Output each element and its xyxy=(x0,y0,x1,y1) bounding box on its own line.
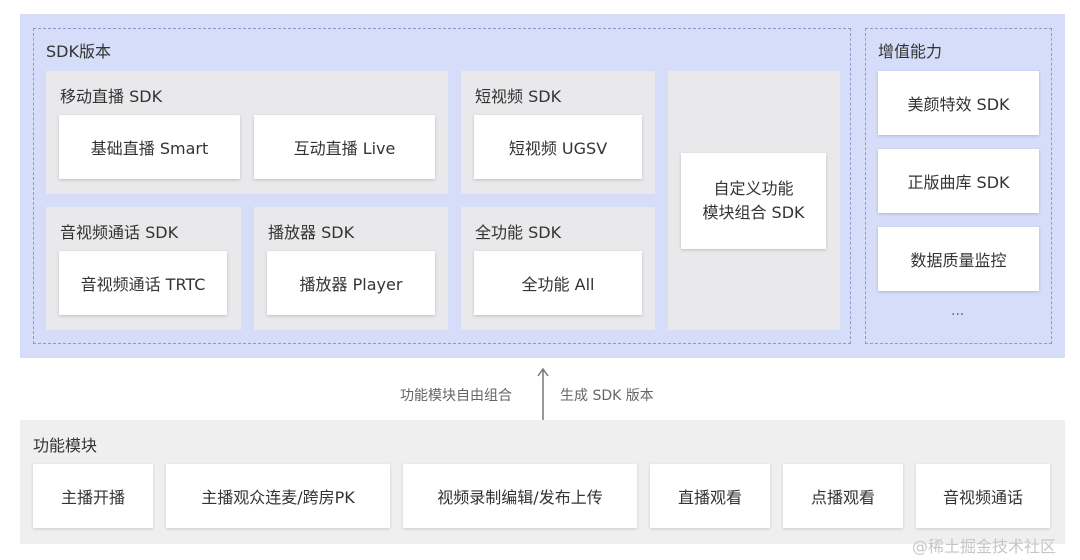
full-all-card: 全功能 All xyxy=(474,251,642,315)
value-added-title: 增值能力 xyxy=(878,42,943,61)
more-ellipsis: ... xyxy=(951,303,965,319)
sdk-versions-title: SDK版本 xyxy=(46,42,111,61)
interactive-live-card: 互动直播 Live xyxy=(254,115,435,179)
module-live-watch: 直播观看 xyxy=(650,464,770,528)
custom-module-sdk-card: 自定义功能 模块组合 SDK xyxy=(681,153,826,249)
short-video-ugsv-card: 短视频 UGSV xyxy=(474,115,642,179)
full-sdk-title: 全功能 SDK xyxy=(475,223,562,242)
licensed-music-card: 正版曲库 SDK xyxy=(878,149,1039,213)
value-added-region xyxy=(865,28,1052,344)
short-video-sdk-title: 短视频 SDK xyxy=(475,87,562,106)
player-sdk-title: 播放器 SDK xyxy=(268,223,355,242)
player-card: 播放器 Player xyxy=(267,251,435,315)
av-call-sdk-title: 音视频通话 SDK xyxy=(60,223,179,242)
watermark: @稀土掘金技术社区 xyxy=(912,537,1057,556)
arrow-right-label: 生成 SDK 版本 xyxy=(560,388,654,404)
module-co-host-pk: 主播观众连麦/跨房PK xyxy=(166,464,390,528)
module-record-edit-upload: 视频录制编辑/发布上传 xyxy=(403,464,637,528)
sdk-versions-region xyxy=(33,28,851,344)
beauty-effects-card: 美颜特效 SDK xyxy=(878,71,1039,135)
module-vod-watch: 点播观看 xyxy=(783,464,903,528)
basic-live-smart-card: 基础直播 Smart xyxy=(59,115,240,179)
up-arrow-icon xyxy=(537,367,549,420)
av-call-trtc-card: 音视频通话 TRTC xyxy=(59,251,227,315)
mobile-live-sdk-title: 移动直播 SDK xyxy=(60,87,163,106)
arrow-left-label: 功能模块自由组合 xyxy=(400,388,512,404)
modules-title: 功能模块 xyxy=(33,436,98,455)
data-quality-monitor-card: 数据质量监控 xyxy=(878,227,1039,291)
module-av-call: 音视频通话 xyxy=(916,464,1050,528)
module-host-start: 主播开播 xyxy=(33,464,153,528)
